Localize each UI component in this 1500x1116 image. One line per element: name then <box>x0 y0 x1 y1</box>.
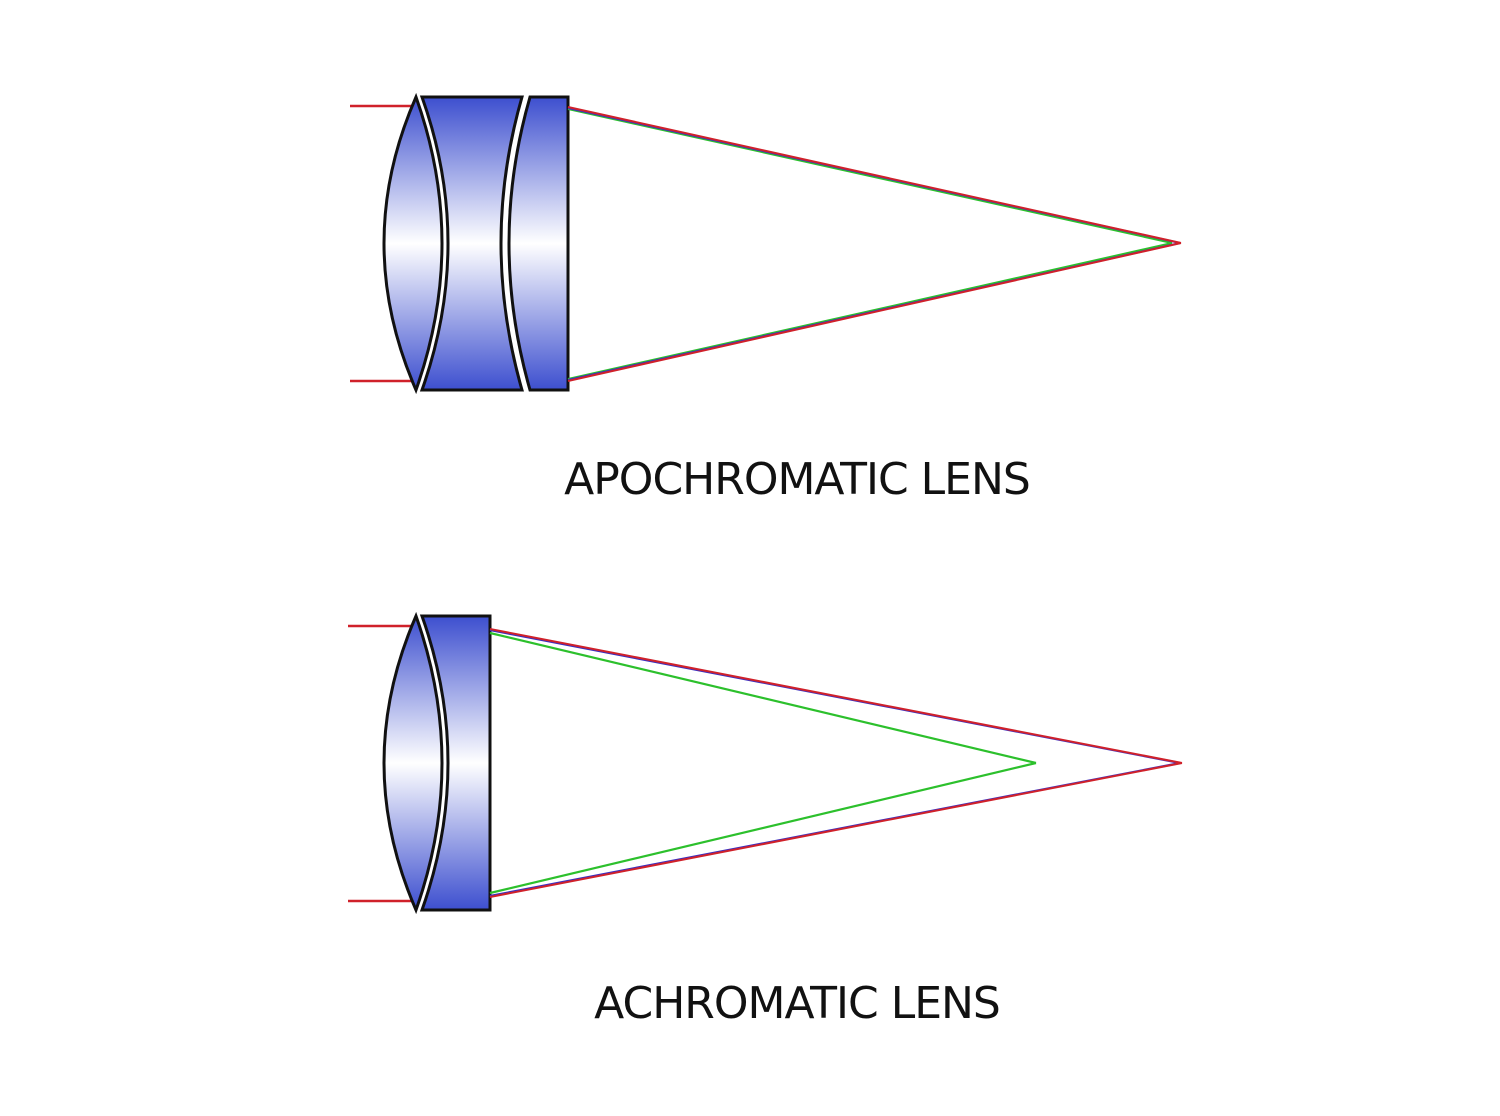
lens-triplet <box>382 92 570 395</box>
achromatic-diagram: ACHROMATIC LENS <box>348 611 1183 1029</box>
rear-element <box>419 614 492 912</box>
apochromatic-diagram: APOCHROMATIC LENS <box>350 92 1182 505</box>
incoming-rays <box>350 104 418 383</box>
front-convex-element <box>382 92 444 395</box>
apochromatic-lens-label: APOCHROMATIC LENS <box>564 454 1030 505</box>
achromatic-lens-label: ACHROMATIC LENS <box>594 978 1000 1029</box>
converging-rays <box>567 106 1182 382</box>
front-convex-element <box>382 611 444 915</box>
converging-rays <box>489 628 1183 898</box>
lens-doublet <box>382 611 492 915</box>
rear-element <box>507 95 570 392</box>
incoming-rays <box>348 624 418 903</box>
middle-element <box>419 95 524 392</box>
